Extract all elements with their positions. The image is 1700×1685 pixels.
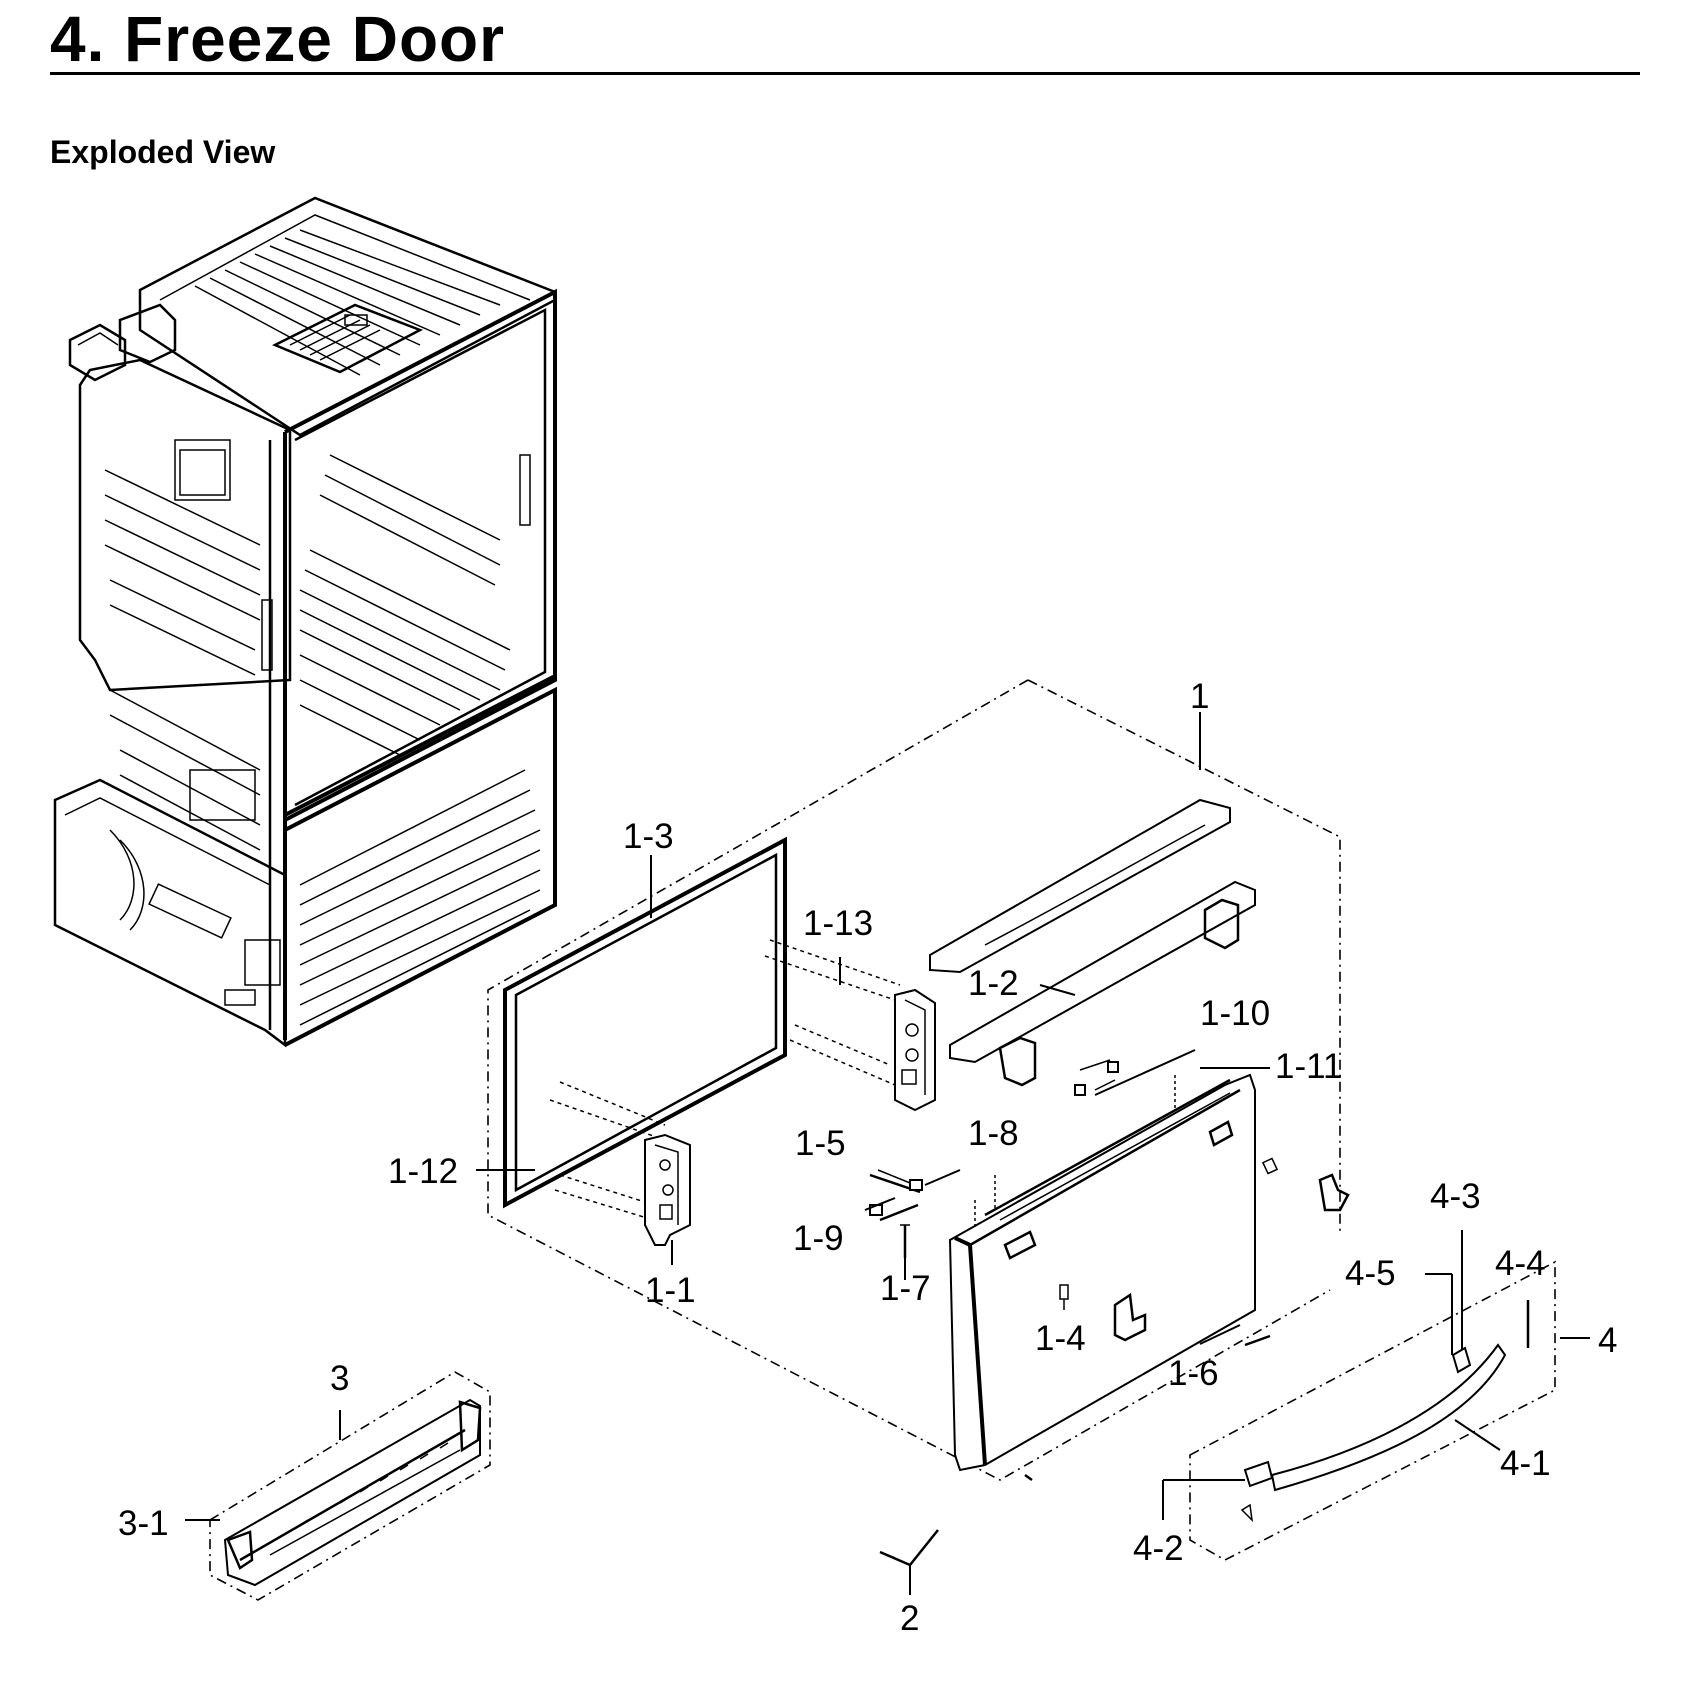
callout-1-11: 1-11 xyxy=(1275,1047,1342,1086)
page-title: 4. Freeze Door xyxy=(50,3,506,75)
callout-4: 4 xyxy=(1598,1321,1617,1360)
callout-1-4: 1-4 xyxy=(1035,1319,1086,1358)
handle-assembly xyxy=(1162,1230,1590,1561)
section-subtitle: Exploded View xyxy=(50,134,276,170)
callout-labels: 1 1-3 1-13 1-2 1-10 1-11 1-12 1-5 1-8 1-… xyxy=(118,677,1617,1638)
basket-assembly xyxy=(185,1371,491,1601)
lower-hinge-part xyxy=(644,1133,691,1265)
assembly-1-boundary xyxy=(1027,679,1341,1235)
callout-1-6: 1-6 xyxy=(1168,1354,1219,1393)
callout-1-12: 1-12 xyxy=(388,1152,458,1191)
door-fasteners xyxy=(1074,1049,1270,1110)
clip-part xyxy=(879,1529,939,1595)
title-divider xyxy=(50,72,1640,75)
callout-1: 1 xyxy=(1190,677,1209,716)
upper-hinge-part xyxy=(839,957,936,1112)
callout-1-8: 1-8 xyxy=(968,1114,1019,1153)
door-panel-part xyxy=(948,1073,1350,1482)
callout-1-10: 1-10 xyxy=(1200,994,1270,1033)
door-gasket-part xyxy=(503,836,787,1209)
callout-3-1: 3-1 xyxy=(118,1504,169,1543)
callout-1-7: 1-7 xyxy=(880,1269,931,1308)
callout-3: 3 xyxy=(330,1359,349,1398)
callout-4-5: 4-5 xyxy=(1345,1254,1396,1293)
small-door-parts xyxy=(864,1169,961,1280)
callout-4-3: 4-3 xyxy=(1430,1177,1481,1216)
callout-4-2: 4-2 xyxy=(1133,1529,1184,1568)
callout-1-2: 1-2 xyxy=(968,964,1019,1003)
callout-4-4: 4-4 xyxy=(1495,1244,1546,1283)
callout-1-1: 1-1 xyxy=(645,1271,696,1310)
callout-2: 2 xyxy=(900,1599,919,1638)
refrigerator-cabinet xyxy=(53,196,557,1048)
callout-1-13: 1-13 xyxy=(803,904,873,943)
callout-4-1: 4-1 xyxy=(1500,1444,1551,1483)
callout-1-3: 1-3 xyxy=(623,817,674,856)
door-trim-parts xyxy=(929,798,1256,1087)
callout-1-5: 1-5 xyxy=(795,1124,846,1163)
callout-1-9: 1-9 xyxy=(793,1219,844,1258)
